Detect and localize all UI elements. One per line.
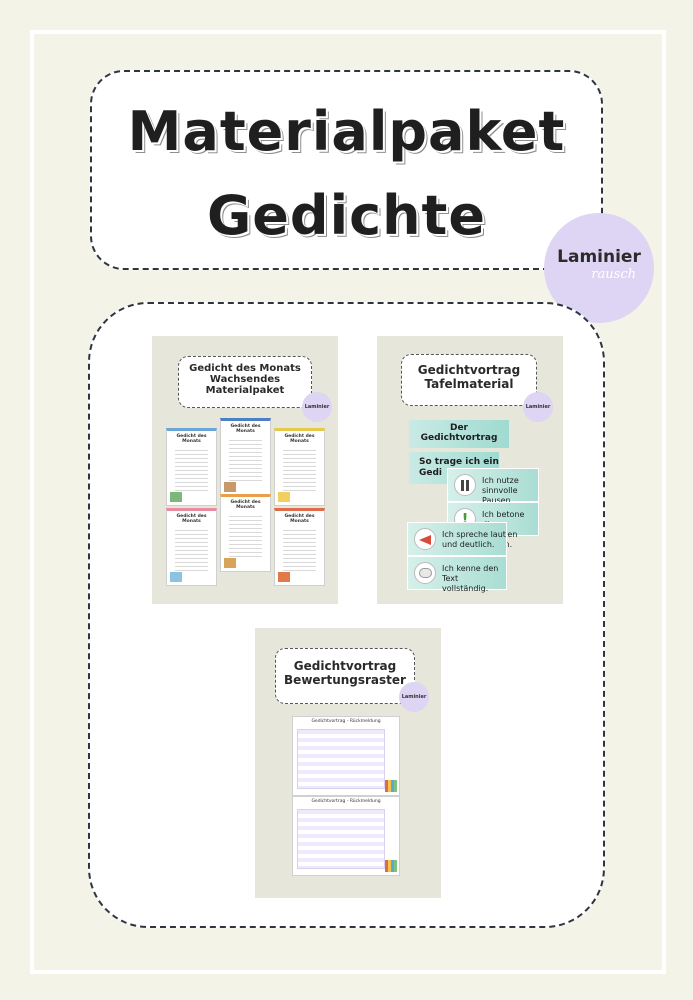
poster-title: Gedicht des Monats — [284, 434, 315, 444]
card-tafelmaterial: Gedichtvortrag Tafelmaterial Laminier De… — [377, 336, 563, 604]
poster-text — [175, 447, 208, 491]
card-heading-line: Bewertungsraster — [284, 673, 406, 687]
strip-pausen: Ich nutze sinnvolle Pausen. — [447, 468, 539, 505]
poster-title: Gedicht des Monats — [230, 500, 261, 510]
card-bewertungsraster: Gedichtvortrag Bewertungsraster Laminier… — [255, 628, 441, 898]
strip-line: Gedi — [419, 468, 443, 478]
strip-line: Ich spreche laut — [442, 530, 506, 539]
poster-thumbnail: Gedicht des Monats — [274, 428, 325, 506]
card-heading-line: Materialpaket — [205, 385, 285, 396]
feedback-sheet: Gedichtvortrag - Rückmeldung — [292, 716, 400, 796]
poster-title: Gedicht des Monats — [230, 424, 261, 434]
strip-text: Ich kenne den Text vollständig. — [407, 556, 507, 593]
card-heading-line: Tafelmaterial — [424, 377, 514, 391]
umbrella-icon — [170, 572, 182, 582]
poster-title: Gedicht des Monats — [284, 514, 315, 524]
strip-line: Text vollständig. — [442, 574, 489, 593]
pause-icon — [454, 474, 476, 496]
strip-line: Ich kenne den — [442, 564, 499, 573]
leaf-icon — [224, 558, 236, 568]
card-heading-line: Wachsendes — [209, 374, 281, 385]
megaphone-icon — [414, 528, 436, 550]
poster-text — [229, 513, 262, 557]
strip-der-gedichtvortrag: Der Gedichtvortrag — [409, 420, 509, 448]
sheet-title: Gedichtvortrag - Rückmeldung — [311, 719, 381, 724]
autumn-icon — [278, 572, 290, 582]
poster-thumbnail: Gedicht des Monats — [166, 508, 217, 586]
mini-logo: Laminier — [302, 392, 332, 422]
books-icon — [385, 780, 397, 792]
sheet-rows — [297, 809, 385, 869]
poster-text — [229, 437, 262, 481]
poster-thumbnail: Gedicht des Monats — [274, 508, 325, 586]
poster-title: Gedicht des Monats — [176, 514, 207, 524]
title-line-2: Gedichte — [206, 184, 486, 247]
sheet-title: Gedichtvortrag - Rückmeldung — [311, 799, 381, 804]
poster-text — [283, 527, 316, 571]
strip-line: Ich nutze — [482, 476, 519, 485]
poster-title: Gedicht des Monats — [176, 434, 207, 444]
poster-text — [283, 447, 316, 491]
brain-icon — [414, 562, 436, 584]
books-icon — [385, 860, 397, 872]
card-heading: Gedichtvortrag Tafelmaterial — [401, 354, 537, 406]
strip-laut: Ich spreche laut und deutlich. — [407, 522, 507, 556]
tree-icon — [170, 492, 182, 502]
card-heading-line: Gedicht des Monats — [189, 363, 301, 374]
poster-thumbnail: Gedicht des Monats — [220, 494, 271, 572]
strip-line: und deutlich. — [442, 540, 495, 549]
strip-line: Gedichtvortrag — [420, 433, 498, 443]
sheet-rows — [297, 729, 385, 789]
hedgehog-icon — [224, 482, 236, 492]
sun-icon — [278, 492, 290, 502]
strip-line: sinnvolle Pausen. — [482, 486, 518, 505]
poster-text — [175, 527, 208, 571]
strip-line: So trage ich ein — [419, 457, 499, 467]
card-heading: Gedicht des Monats Wachsendes Materialpa… — [178, 356, 312, 408]
poster-thumbnail: Gedicht des Monats — [166, 428, 217, 506]
poster-thumbnail: Gedicht des Monats — [220, 418, 271, 496]
card-heading-line: Gedichtvortrag — [293, 659, 397, 673]
card-gedicht-des-monats: Gedicht des Monats Wachsendes Materialpa… — [152, 336, 338, 604]
title-line-1: Materialpaket — [127, 100, 566, 163]
logo-sub: rausch — [591, 267, 636, 282]
logo-brand: Laminier — [557, 247, 641, 267]
laminierrausch-logo: Laminier rausch — [544, 213, 654, 323]
card-heading-line: Gedichtvortrag — [417, 363, 521, 377]
strip-line: Der — [449, 423, 468, 433]
card-heading: Gedichtvortrag Bewertungsraster — [275, 648, 415, 704]
title-box — [90, 70, 603, 270]
feedback-sheet: Gedichtvortrag - Rückmeldung — [292, 796, 400, 876]
page-frame — [30, 30, 666, 974]
mini-logo: Laminier — [399, 682, 429, 712]
mini-logo: Laminier — [523, 392, 553, 422]
